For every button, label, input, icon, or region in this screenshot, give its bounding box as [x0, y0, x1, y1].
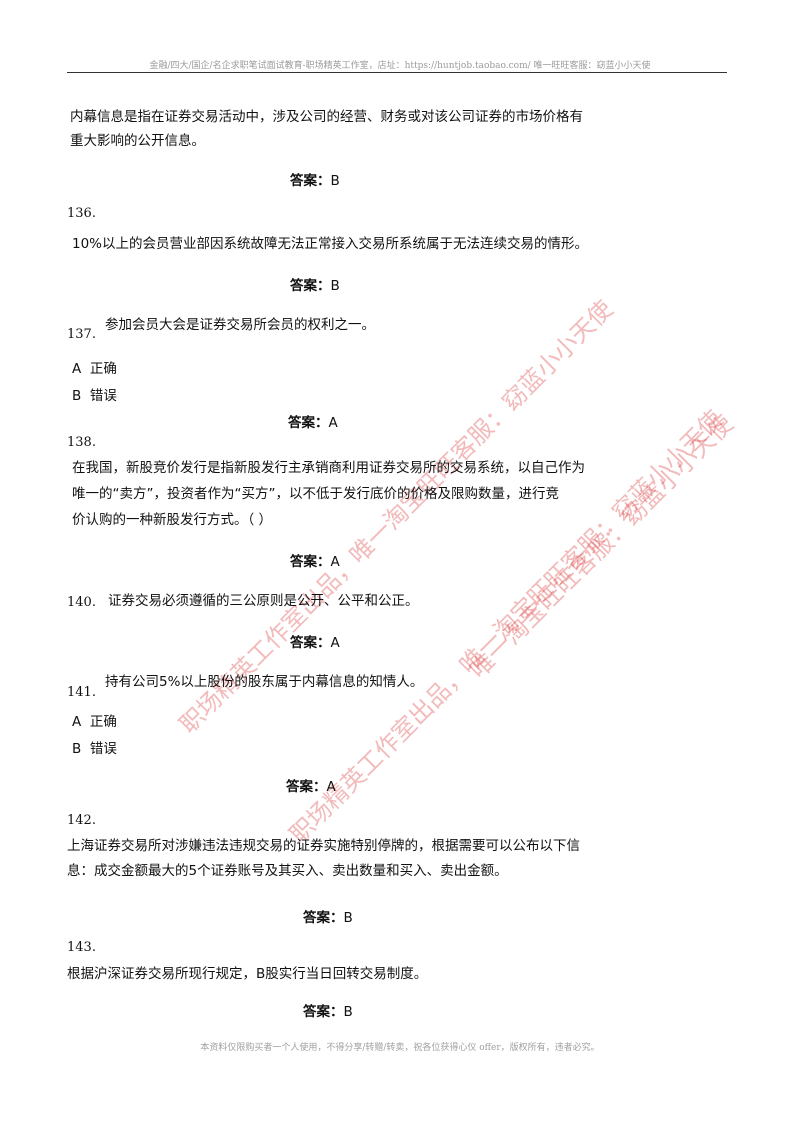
- q143-number: 143.: [67, 940, 96, 955]
- q137-option-a: A 正确: [72, 358, 117, 380]
- option-letter: A: [72, 361, 82, 377]
- answer-value: A: [326, 779, 336, 795]
- q142-answer: 答案：B: [303, 907, 353, 929]
- answer-value: A: [330, 554, 340, 570]
- q138-text-line-2: 唯一的“卖方”，投资者作为“买方”，以不低于发行底价的价格及限购数量，进行竞: [72, 486, 559, 502]
- answer-value: B: [343, 910, 353, 926]
- q142-text-line-1: 上海证券交易所对涉嫌违法违规交易的证券实施特别停牌的，根据需要可以公布以下信: [67, 838, 580, 854]
- q138-text-line-1: 在我国，新股竞价发行是指新股发行主承销商利用证券交易所的交易系统，以自己作为: [72, 460, 585, 476]
- answer-label: 答案：: [286, 779, 327, 795]
- watermark-line-3: 唯一淘宝旺旺客服：窈蓝小小天使: [464, 409, 739, 685]
- q141-answer: 答案：A: [286, 776, 336, 798]
- answer-label: 答案：: [303, 910, 344, 926]
- q136-number: 136.: [67, 206, 96, 221]
- q136-text: 10%以上的会员营业部因系统故障无法正常接入交易所系统属于无法连续交易的情形。: [72, 236, 589, 252]
- option-text: 错误: [89, 741, 117, 757]
- answer-label: 答案：: [290, 554, 331, 570]
- q142-number: 142.: [67, 813, 96, 828]
- q141-number: 141.: [67, 685, 96, 700]
- answer-value: A: [328, 415, 338, 431]
- header-rule: [67, 72, 727, 73]
- q138-answer: 答案：A: [290, 551, 340, 573]
- answer-value: B: [330, 173, 340, 189]
- answer-value: B: [330, 278, 340, 294]
- q142-text-line-2: 息：成交金额最大的5个证券账号及其买入、卖出数量和买入、卖出金额。: [67, 863, 508, 879]
- q135-answer: 答案：B: [290, 170, 340, 192]
- q140-text: 证券交易必须遵循的三公原则是公开、公平和公正。: [108, 593, 419, 609]
- q143-answer: 答案：B: [303, 1001, 353, 1023]
- q137-number: 137.: [67, 327, 96, 342]
- option-text: 正确: [89, 361, 117, 377]
- page-footer: 本资料仅限购买者一个人使用，不得分享/转赠/转卖，祝各位获得心仪 offer，版…: [200, 1043, 600, 1053]
- q141-option-b: B 错误: [72, 738, 117, 760]
- q135-text-line-1: 内幕信息是指在证券交易活动中，涉及公司的经营、财务或对该公司证券的市场价格有: [70, 109, 583, 125]
- answer-label: 答案：: [290, 635, 331, 651]
- option-letter: A: [72, 714, 82, 730]
- q136-answer: 答案：B: [290, 275, 340, 297]
- q137-option-b: B 错误: [72, 385, 117, 407]
- q138-number: 138.: [67, 435, 96, 450]
- answer-label: 答案：: [290, 278, 331, 294]
- answer-value: B: [343, 1004, 353, 1020]
- page-header: 金融/四大/国企/名企求职笔试面试教育-职场精英工作室，店址：https://h…: [149, 61, 651, 71]
- q140-number: 140.: [67, 595, 96, 610]
- answer-label: 答案：: [288, 415, 329, 431]
- q143-text: 根据沪深证券交易所现行规定，B股实行当日回转交易制度。: [67, 966, 428, 982]
- q137-text: 参加会员大会是证券交易所会员的权利之一。: [105, 317, 375, 333]
- q137-answer: 答案：A: [288, 412, 338, 434]
- answer-label: 答案：: [290, 173, 331, 189]
- answer-label: 答案：: [303, 1004, 344, 1020]
- q138-text-line-3: 价认购的一种新股发行方式。（ ）: [72, 512, 273, 528]
- option-letter: B: [72, 388, 82, 404]
- option-letter: B: [72, 741, 82, 757]
- q141-text: 持有公司5%以上股份的股东属于内幕信息的知情人。: [105, 674, 424, 690]
- option-text: 错误: [89, 388, 117, 404]
- q141-option-a: A 正确: [72, 711, 117, 733]
- answer-value: A: [330, 635, 340, 651]
- option-text: 正确: [89, 714, 117, 730]
- q140-answer: 答案：A: [290, 632, 340, 654]
- q135-text-line-2: 重大影响的公开信息。: [70, 133, 205, 149]
